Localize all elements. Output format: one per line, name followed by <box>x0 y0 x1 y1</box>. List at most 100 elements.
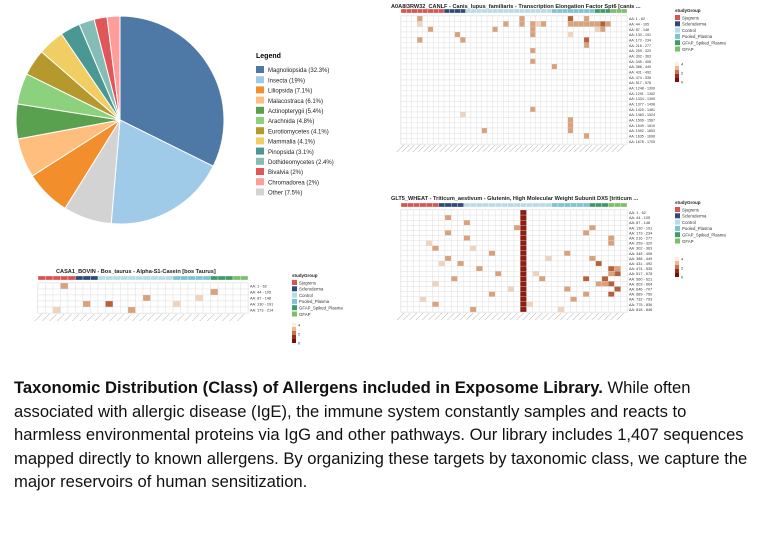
heatmap-cell <box>599 37 606 43</box>
heatmap-cell <box>482 291 490 297</box>
heatmap-cell <box>449 21 455 27</box>
heatmap-cell <box>532 220 540 226</box>
heatmap-cell <box>433 111 439 118</box>
heatmap-cell <box>507 250 515 257</box>
heatmap-cell <box>583 21 590 27</box>
heatmap-cell <box>492 85 499 91</box>
heatmap-cell <box>443 101 450 107</box>
heatmap-cell <box>411 85 418 91</box>
heatmap-cell <box>82 306 91 314</box>
heatmap-cell <box>583 111 590 118</box>
heatmap-cell <box>501 306 508 313</box>
heatmap-cell <box>486 26 493 33</box>
heatmap-cell <box>556 53 563 59</box>
heatmap-cell <box>551 306 559 313</box>
heatmap-cell <box>454 85 461 91</box>
heatmap-cell <box>449 133 455 139</box>
heatmap-cell <box>407 306 414 313</box>
heatmap-cell <box>573 21 579 27</box>
heatmap-cell <box>520 271 527 277</box>
heatmap-cell <box>538 214 546 221</box>
heatmap-cell <box>576 214 584 221</box>
group-annotation-cell <box>513 202 521 208</box>
heatmap-cell <box>557 260 565 267</box>
heatmap-cell <box>608 301 615 308</box>
heatmap-cell <box>486 42 493 49</box>
group-annotation-cell <box>82 275 91 281</box>
heatmap-cell <box>419 260 427 267</box>
heatmap-cell <box>508 95 515 102</box>
heatmap-cell <box>427 101 434 107</box>
heatmap-cell <box>545 291 552 297</box>
heatmap-cell <box>614 245 621 251</box>
heatmap-cell <box>582 250 590 257</box>
heatmap-cell <box>583 69 590 75</box>
heatmap-cell <box>535 69 542 75</box>
heatmap-cell <box>513 90 520 97</box>
heatmap-cell <box>564 230 571 236</box>
group-annotation-cell <box>180 275 189 281</box>
heatmap-cell <box>501 260 508 267</box>
heatmap-cell <box>589 31 595 38</box>
heatmap-cell <box>513 63 520 70</box>
heatmap-cell <box>570 240 577 246</box>
heatmap-cell <box>583 37 590 43</box>
heatmap-cell <box>620 230 628 236</box>
heatmap-cell <box>551 42 558 49</box>
heatmap-cell <box>457 260 464 267</box>
heatmap-cell <box>526 240 533 246</box>
heatmap-col-tick <box>552 144 560 153</box>
heatmap-cell <box>545 271 552 277</box>
heatmap-cell <box>540 106 547 113</box>
heatmap-cell <box>497 79 504 86</box>
heatmap-cell <box>605 63 612 70</box>
heatmap-cell <box>594 79 601 86</box>
group-annotation-cell <box>589 202 596 208</box>
heatmap-cell <box>529 101 536 107</box>
heatmap-cell <box>520 250 527 257</box>
heatmap-cell <box>532 281 540 287</box>
group-annotation-cell <box>52 275 61 281</box>
heatmap-cell <box>513 230 521 236</box>
heatmap-cell <box>608 209 615 216</box>
heatmap-cell <box>551 21 558 27</box>
heatmap-col-tick <box>553 312 562 321</box>
heatmap-cell <box>551 111 558 118</box>
heatmap-col-tick <box>439 144 447 153</box>
heatmap-cell <box>150 288 159 296</box>
heatmap-cell <box>449 138 455 145</box>
heatmap-cell <box>594 31 601 38</box>
heatmap-cell <box>529 127 536 134</box>
group-annotation-cell <box>449 8 455 14</box>
heatmap-cell <box>469 281 477 287</box>
heatmap-cell <box>180 282 189 290</box>
heatmap-col-tick <box>547 144 555 153</box>
heatmap-col-tick <box>541 312 549 321</box>
heatmap-cell <box>419 235 427 241</box>
heatmap-cell <box>469 250 477 257</box>
heatmap-cell <box>540 90 547 97</box>
heatmap-cell <box>463 240 471 246</box>
heatmap-cell <box>564 209 571 216</box>
heatmap-cell <box>573 53 579 59</box>
heatmap-cell <box>481 53 488 59</box>
heatmap-cell <box>482 286 490 292</box>
heatmap-cell <box>457 265 464 272</box>
heatmap-cell <box>425 271 433 277</box>
heatmap-cell <box>210 288 219 296</box>
heatmap-cell <box>400 286 408 292</box>
heatmap-cell <box>546 58 552 65</box>
heatmap-cell <box>556 42 563 49</box>
group-annotation-cell <box>37 275 46 281</box>
group-annotation-cell <box>616 8 622 14</box>
heatmap-cell <box>557 281 565 287</box>
heatmap-cell <box>610 58 617 65</box>
heatmap-cell <box>570 265 577 272</box>
heatmap-cell <box>433 138 439 145</box>
heatmap-cell <box>501 301 508 308</box>
heatmap-cell <box>532 235 540 241</box>
heatmap-cell <box>120 294 129 302</box>
heatmap-cell <box>538 306 546 313</box>
heatmap-cell <box>595 220 603 226</box>
heatmap-cell <box>422 15 429 22</box>
